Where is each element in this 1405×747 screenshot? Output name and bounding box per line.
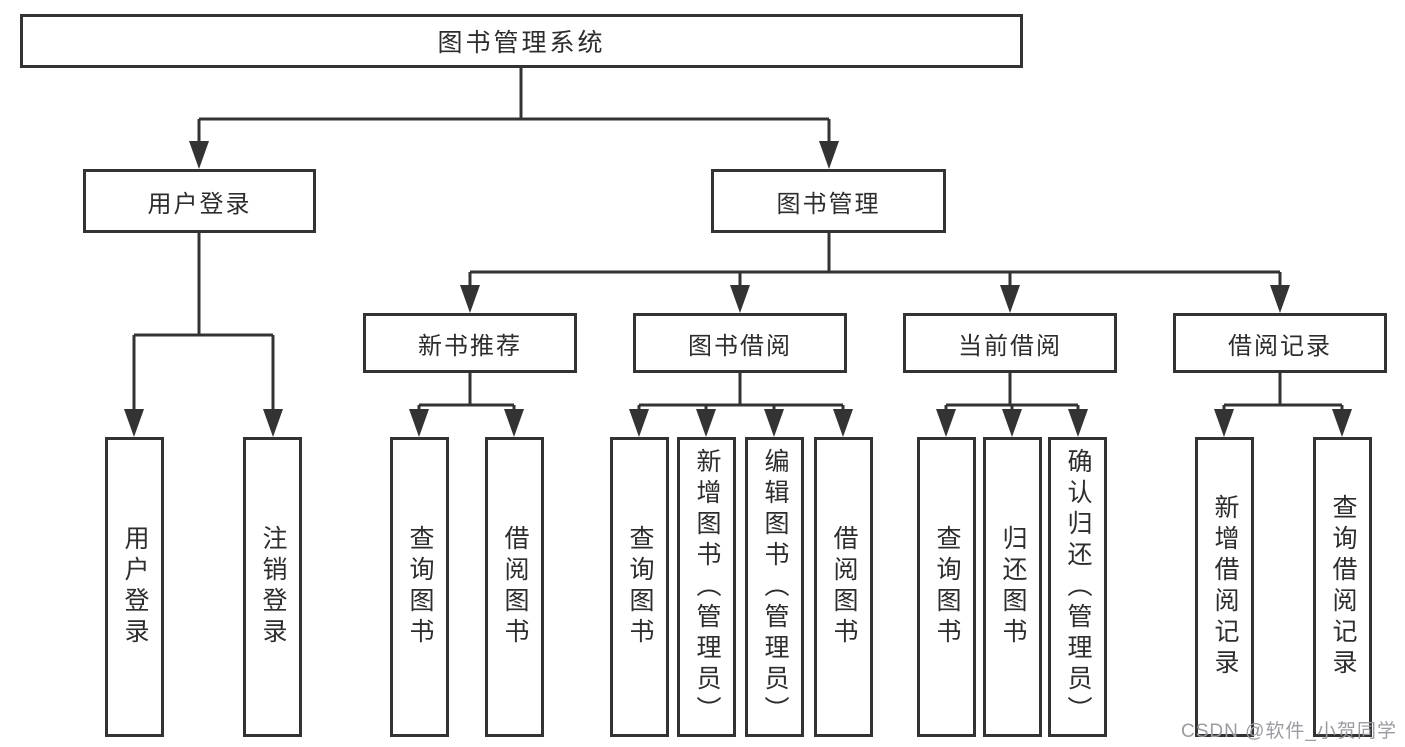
node-current-borrowing-label: 当前借阅 xyxy=(958,332,1062,360)
leaf-records-add-record: 新增借阅记录 xyxy=(1195,437,1254,737)
leaf-current-return-books: 归还图书 xyxy=(983,437,1042,737)
leaf-newbooks-borrow-books-label: 借阅图书 xyxy=(501,525,529,649)
leaf-current-confirm-return-admin-label: 确认归还（管理员） xyxy=(1064,447,1092,727)
node-book-borrowing: 图书借阅 xyxy=(633,313,847,373)
leaf-borrowing-query-books-label: 查询图书 xyxy=(626,525,654,649)
leaf-user-login-label: 用户登录 xyxy=(121,525,149,649)
leaf-newbooks-borrow-books: 借阅图书 xyxy=(485,437,544,737)
leaf-borrowing-add-books-admin: 新增图书（管理员） xyxy=(677,437,736,737)
leaf-borrowing-add-books-admin-label: 新增图书（管理员） xyxy=(693,447,721,727)
node-root: 图书管理系统 xyxy=(20,14,1023,68)
leaf-current-confirm-return-admin: 确认归还（管理员） xyxy=(1048,437,1107,737)
watermark: CSDN @软件_小贺同学 xyxy=(1181,721,1397,742)
node-book-borrowing-label: 图书借阅 xyxy=(688,332,792,360)
leaf-current-query-books-label: 查询图书 xyxy=(933,525,961,649)
node-new-book-recommendation-label: 新书推荐 xyxy=(418,332,522,360)
leaf-records-add-record-label: 新增借阅记录 xyxy=(1211,494,1239,680)
leaf-current-query-books: 查询图书 xyxy=(917,437,976,737)
node-user-login-label: 用户登录 xyxy=(147,190,252,218)
node-current-borrowing: 当前借阅 xyxy=(903,313,1117,373)
node-borrowing-records: 借阅记录 xyxy=(1173,313,1387,373)
node-new-book-recommendation: 新书推荐 xyxy=(363,313,577,373)
leaf-records-query-record-label: 查询借阅记录 xyxy=(1329,494,1357,680)
leaf-borrowing-borrow-books-label: 借阅图书 xyxy=(830,525,858,649)
leaf-logout: 注销登录 xyxy=(243,437,302,737)
leaf-records-query-record: 查询借阅记录 xyxy=(1313,437,1372,737)
leaf-user-login: 用户登录 xyxy=(105,437,164,737)
leaf-borrowing-edit-books-admin: 编辑图书（管理员） xyxy=(745,437,804,737)
node-user-login: 用户登录 xyxy=(83,169,316,233)
leaf-borrowing-edit-books-admin-label: 编辑图书（管理员） xyxy=(761,447,789,727)
node-book-management-label: 图书管理 xyxy=(776,190,881,218)
leaf-borrowing-borrow-books: 借阅图书 xyxy=(814,437,873,737)
node-root-label: 图书管理系统 xyxy=(437,29,606,57)
leaf-borrowing-query-books: 查询图书 xyxy=(610,437,669,737)
node-book-management: 图书管理 xyxy=(711,169,946,233)
leaf-current-return-books-label: 归还图书 xyxy=(999,525,1027,649)
leaf-logout-label: 注销登录 xyxy=(259,525,287,649)
leaf-newbooks-query-books: 查询图书 xyxy=(390,437,449,737)
node-borrowing-records-label: 借阅记录 xyxy=(1228,332,1332,360)
leaf-newbooks-query-books-label: 查询图书 xyxy=(406,525,434,649)
